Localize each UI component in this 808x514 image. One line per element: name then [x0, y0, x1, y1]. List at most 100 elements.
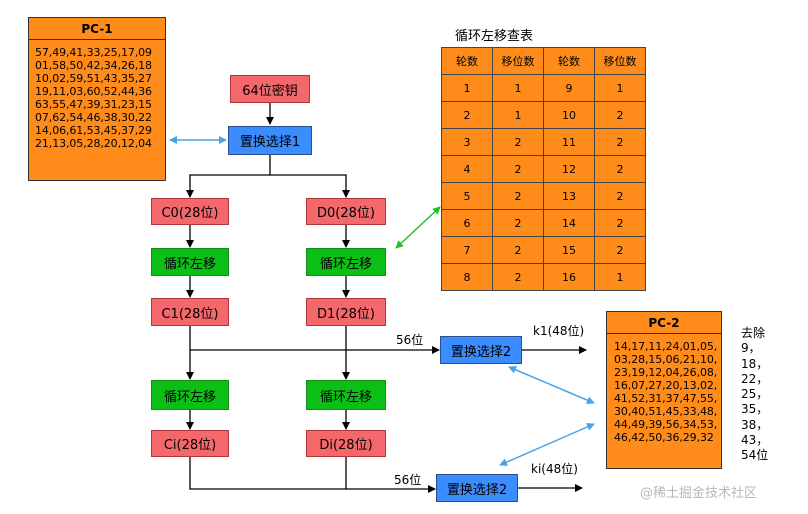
link-pc2-table-1 — [508, 366, 595, 404]
removed-item: 54位 — [741, 448, 769, 463]
arrow-56bits-to-pc2-i — [189, 457, 436, 493]
shift-table-cell: 2 — [492, 128, 544, 156]
removed-item: 22， — [741, 371, 769, 386]
label-56bits-i: 56位 — [394, 473, 422, 487]
pc1-row: 14,06,61,53,45,37,29 — [35, 124, 152, 137]
shift-table-cell: 1 — [441, 74, 493, 102]
pc1-table: PC-1 57,49,41,33,25,17,09 01,58,50,42,34… — [28, 17, 166, 181]
shift-table-cell: 2 — [594, 101, 646, 129]
arrow-pc1-to-d0 — [270, 174, 350, 198]
ci-box: Ci(28位) — [151, 430, 229, 457]
shift-box-d-1: 循环左移 — [306, 248, 386, 276]
arrow-pc1-to-c0 — [186, 155, 271, 198]
shift-table-cell: 6 — [441, 209, 493, 237]
shift-table-cell: 5 — [441, 182, 493, 210]
key64-box: 64位密钥 — [230, 75, 310, 103]
pc1-row: 21,13,05,28,20,12,04 — [35, 137, 152, 150]
header-shift: 移位数 — [492, 47, 544, 75]
shift-box-c-i: 循环左移 — [151, 380, 229, 410]
shift-table-title: 循环左移查表 — [455, 29, 534, 44]
pc2-row: 14,17,11,24,01,05, — [614, 340, 718, 353]
shift-table-cell: 9 — [543, 74, 595, 102]
removed-title: 去除 — [741, 326, 766, 340]
shift-table-cell: 2 — [492, 155, 544, 183]
removed-item: 18， — [741, 356, 769, 371]
shift-table-cell: 12 — [543, 155, 595, 183]
c0-box: C0(28位) — [151, 198, 229, 225]
pc2-table: PC-2 14,17,11,24,01,05, 03,28,15,06,21,1… — [606, 311, 722, 469]
pc2-permutation-box-1: 置换选择2 — [440, 336, 522, 364]
pc2-row: 30,40,51,45,33,48, — [614, 405, 718, 418]
shift-table-cell: 3 — [441, 128, 493, 156]
shift-table-cell: 10 — [543, 101, 595, 129]
shift-table-cell: 2 — [594, 155, 646, 183]
pc2-row: 03,28,15,06,21,10, — [614, 353, 718, 366]
pc1-values: 57,49,41,33,25,17,09 01,58,50,42,34,26,1… — [29, 40, 165, 150]
d0-box: D0(28位) — [306, 198, 386, 225]
link-shift-table — [395, 206, 441, 249]
shift-table-cell: 1 — [492, 74, 544, 102]
pc2-title: PC-2 — [607, 312, 721, 334]
shift-table-cell: 1 — [594, 74, 646, 102]
shift-table-cell: 7 — [441, 236, 493, 264]
pc1-row: 01,58,50,42,34,26,18 — [35, 59, 152, 72]
d1-box: D1(28位) — [306, 298, 386, 326]
pc2-row: 46,42,50,36,29,32 — [614, 431, 714, 444]
shift-table-cell: 1 — [594, 263, 646, 291]
link-pc2-table-2 — [499, 423, 595, 466]
pc1-row: 10,02,59,51,43,35,27 — [35, 72, 152, 85]
shift-table-cell: 2 — [492, 236, 544, 264]
pc2-permutation-box-i: 置换选择2 — [436, 474, 518, 502]
shift-table-cell: 2 — [492, 209, 544, 237]
shift-box-c-1: 循环左移 — [151, 248, 229, 276]
shift-table-cell: 11 — [543, 128, 595, 156]
shift-table-cell: 2 — [594, 128, 646, 156]
shift-table-cell: 16 — [543, 263, 595, 291]
shift-box-d-i: 循环左移 — [306, 380, 386, 410]
removed-bits-list: 去除 9， 18， 22， 25， 35， 38， 43， 54位 — [741, 326, 768, 464]
pc2-row: 16,07,27,20,13,02, — [614, 379, 718, 392]
shift-table-cell: 15 — [543, 236, 595, 264]
shift-table-cell: 2 — [594, 209, 646, 237]
pc1-row: 57,49,41,33,25,17,09 — [35, 46, 152, 59]
c1-box: C1(28位) — [151, 298, 229, 326]
pc1-row: 19,11,03,60,52,44,36 — [35, 85, 152, 98]
pc1-permutation-box: 置换选择1 — [228, 126, 312, 155]
shift-table-cell: 1 — [492, 101, 544, 129]
removed-item: 38， — [741, 417, 769, 432]
shift-table-cell: 4 — [441, 155, 493, 183]
shift-table-cell: 14 — [543, 209, 595, 237]
removed-item: 25， — [741, 387, 769, 402]
di-box: Di(28位) — [306, 430, 386, 457]
shift-table-cell: 2 — [492, 182, 544, 210]
shift-table-cell: 13 — [543, 182, 595, 210]
header-round: 轮数 — [441, 47, 493, 75]
header-shift: 移位数 — [594, 47, 646, 75]
label-ki: ki(48位) — [531, 462, 578, 476]
shift-table-cell: 2 — [441, 101, 493, 129]
pc1-title: PC-1 — [29, 18, 165, 40]
shift-table-cell: 8 — [441, 263, 493, 291]
shift-table-header: 轮数 移位数 轮数 移位数 — [441, 47, 646, 75]
header-round: 轮数 — [543, 47, 595, 75]
pc2-values: 14,17,11,24,01,05, 03,28,15,06,21,10, 23… — [607, 334, 721, 444]
pc2-row: 41,52,31,37,47,55, — [614, 392, 718, 405]
removed-item: 9， — [741, 341, 761, 356]
shift-table-cell: 2 — [594, 182, 646, 210]
shift-table-cell: 2 — [594, 236, 646, 264]
pc2-row: 44,49,39,56,34,53, — [614, 418, 718, 431]
removed-item: 35， — [741, 402, 769, 417]
pc1-row: 63,55,47,39,31,23,15 — [35, 98, 152, 111]
shift-table-cell: 2 — [492, 263, 544, 291]
